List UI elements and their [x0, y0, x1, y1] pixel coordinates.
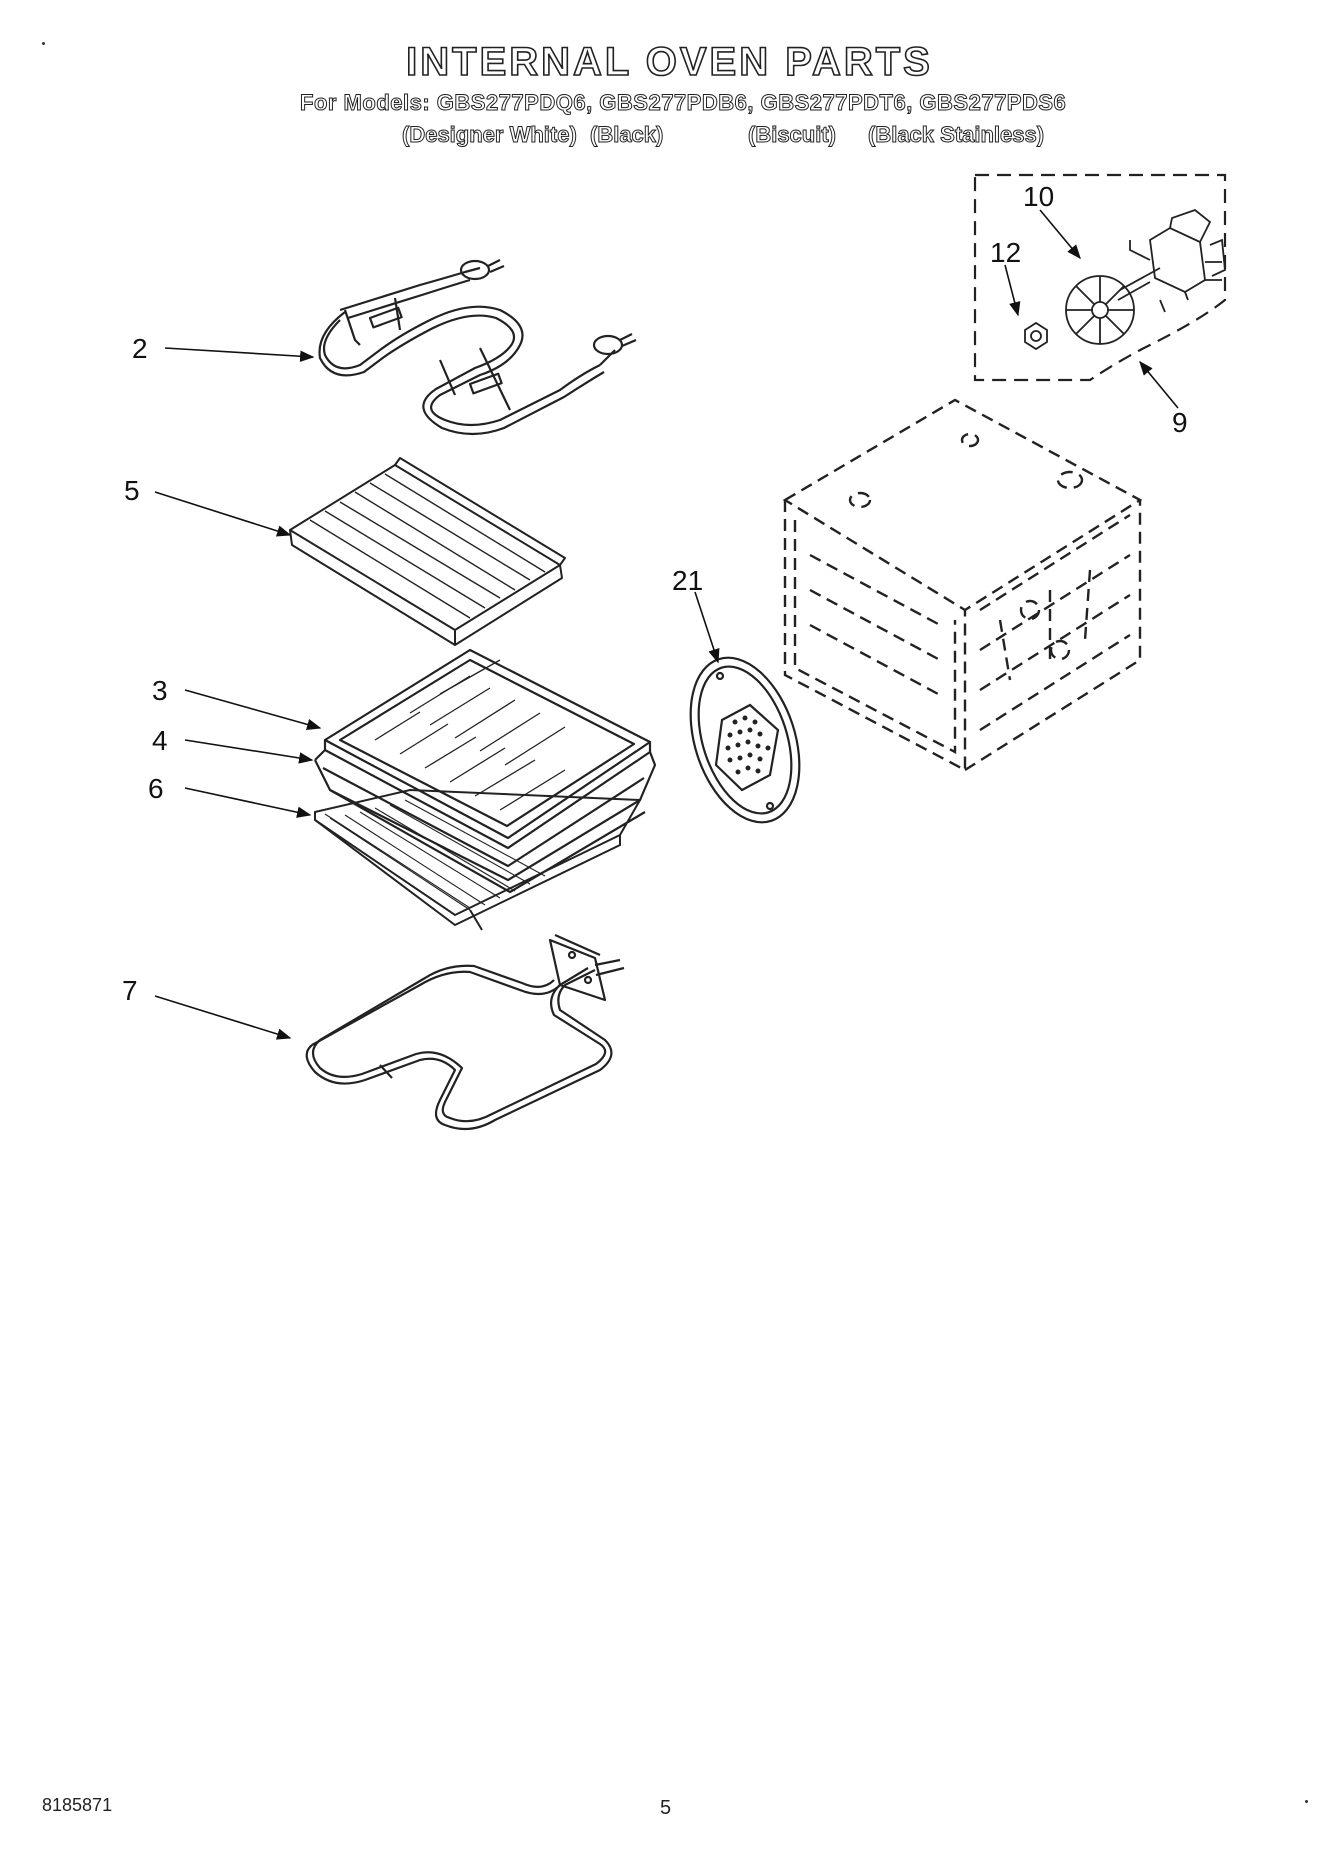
- convection-kit-box: [973, 173, 1227, 382]
- callout-2: 2: [132, 333, 148, 364]
- callout-3: 3: [152, 675, 168, 706]
- bake-element-part: [305, 933, 625, 1131]
- color-black-stainless: (Black Stainless): [867, 122, 1045, 148]
- fan-motor-part: [1117, 208, 1226, 313]
- callout-7: 7: [122, 975, 138, 1006]
- leader-lines: [154, 209, 1179, 1040]
- broil-element-part: [318, 259, 637, 436]
- fan-nut-part: [1024, 321, 1048, 351]
- fan-blade-part: [1065, 275, 1135, 345]
- oven-rack-part: [314, 788, 642, 931]
- page-title: INTERNAL OVEN PARTS: [405, 39, 933, 85]
- color-biscuit: (Biscuit): [748, 122, 837, 148]
- part-number: 8185871: [42, 1795, 113, 1815]
- speck-mark: [42, 42, 45, 45]
- callout-21: 21: [672, 565, 703, 596]
- callout-4: 4: [152, 725, 168, 756]
- fan-cover-plate-part: [689, 656, 801, 824]
- oven-cavity-reference: [782, 398, 1143, 772]
- broiler-pan-assembly: [314, 648, 657, 894]
- heat-shield-part: [289, 457, 566, 646]
- callout-9: 9: [1172, 407, 1188, 438]
- page-number: 5: [660, 1797, 672, 1819]
- models-line: For Models: GBS277PDQ6, GBS277PDB6, GBS2…: [299, 90, 1067, 116]
- callout-10: 10: [1023, 181, 1054, 212]
- callout-12: 12: [990, 237, 1021, 268]
- speck-mark: [1305, 1800, 1308, 1803]
- color-black: (Black): [589, 122, 664, 148]
- callout-5: 5: [124, 475, 140, 506]
- callout-6: 6: [148, 773, 164, 804]
- color-designer-white: (Designer White): [402, 122, 578, 148]
